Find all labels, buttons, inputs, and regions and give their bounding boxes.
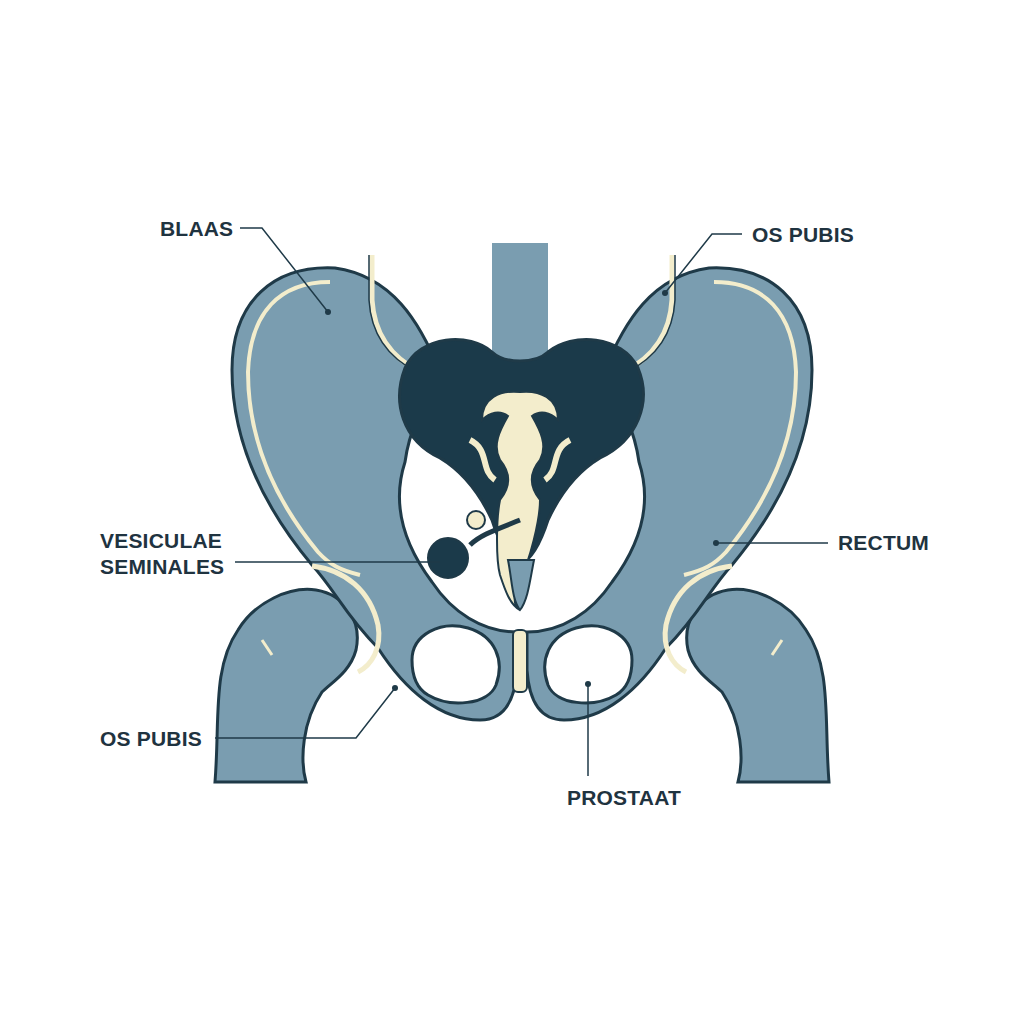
part-label: PROSTAAT	[567, 785, 767, 811]
part-label-text: OS PUBIS	[752, 223, 854, 246]
part-label: OS PUBIS	[752, 222, 972, 248]
part-label-text: PROSTAAT	[567, 786, 681, 809]
leader-lines	[215, 228, 828, 776]
part-label-text: OS PUBIS	[100, 727, 202, 750]
part-label-text: VESICULAE SEMINALES	[100, 529, 224, 578]
part-label: OS PUBIS	[100, 726, 300, 752]
part-label: BLAAS	[160, 216, 360, 242]
part-label: VESICULAE SEMINALES	[100, 528, 240, 581]
part-label-text: BLAAS	[160, 217, 233, 240]
part-label-text: RECTUM	[838, 531, 929, 554]
part-label: RECTUM	[838, 530, 1008, 556]
